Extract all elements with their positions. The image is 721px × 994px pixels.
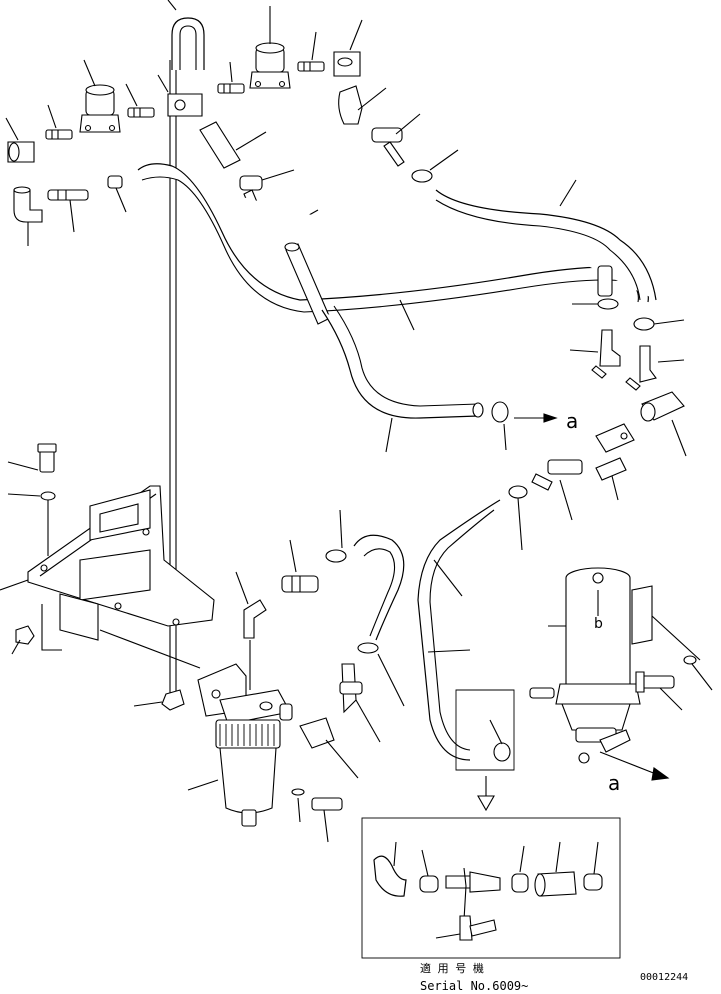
view-label-a-bottom: a — [608, 771, 620, 795]
drawing-number: 00012244 — [640, 972, 688, 983]
center-hoses — [353, 499, 501, 761]
detail-marker-box — [455, 689, 515, 812]
u-bend-pipe — [167, 0, 205, 70]
right-side-fittings — [491, 265, 687, 551]
view-arrow-a-bottom: a — [599, 751, 670, 795]
lower-fittings — [291, 642, 405, 843]
filter-elbow — [235, 571, 267, 690]
view-label-a-top: a — [566, 409, 578, 433]
filter-mark-b: b — [594, 616, 603, 632]
filter-fitting — [281, 509, 347, 593]
lower-curved-hose — [321, 305, 484, 453]
view-arrow-a-top: a — [514, 409, 578, 433]
fittings-middle — [199, 85, 459, 242]
solenoid-valve-left — [79, 59, 121, 133]
elbow-fittings-left — [13, 175, 127, 246]
fuel-filter-right: b — [529, 567, 713, 764]
detail-box — [361, 817, 621, 959]
bolt-washer-left — [7, 443, 57, 655]
fuel-filter-left — [187, 663, 293, 827]
fittings-top-row — [5, 19, 363, 163]
solenoid-valve-right — [249, 6, 291, 89]
bracket — [0, 485, 215, 669]
nut-bottom — [133, 689, 185, 711]
serial-label-jp: 適 用 号 機 — [420, 961, 484, 975]
serial-label-en: Serial No.6009~ — [420, 979, 528, 993]
